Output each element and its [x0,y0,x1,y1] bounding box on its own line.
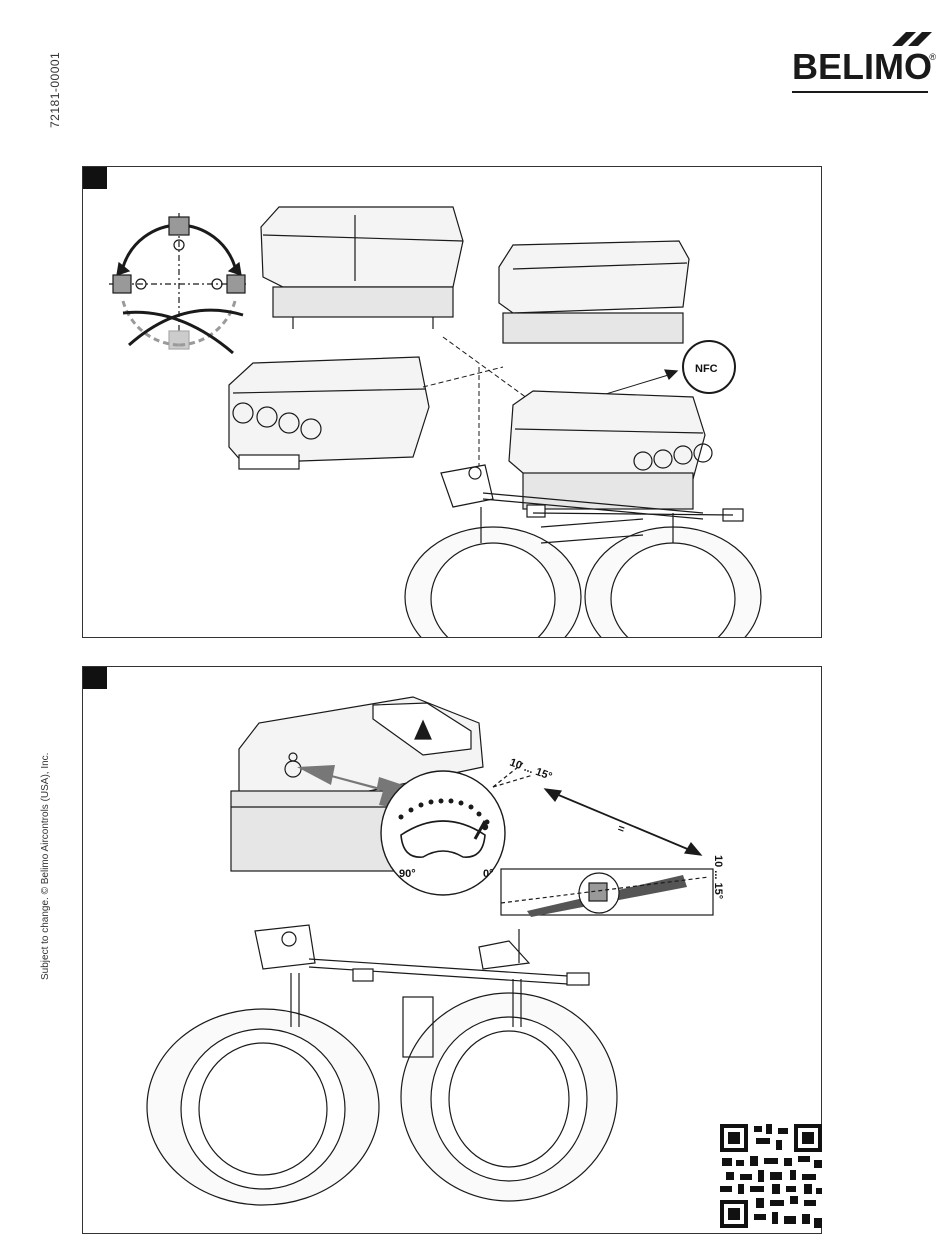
actuator-view-3 [229,357,429,469]
valve-linkage-step-2 [255,925,589,985]
angle-90-label: 90° [399,868,416,880]
qr-code-icon [720,1124,822,1228]
step-1-illustration: NFC [83,167,822,638]
step-1-panel: NFC [82,166,822,638]
disc-tolerance-view [501,869,713,917]
document-code: 72181-00001 [48,48,68,138]
registered-mark: ® [929,52,936,62]
butterfly-valves-step-2 [147,973,617,1205]
step-2-illustration: 90° 0° 10 ... 15° 10 ... 15° = [83,667,822,1234]
nfc-label: NFC [695,363,718,375]
step-2-panel: 90° 0° 10 ... 15° 10 ... 15° = [82,666,822,1234]
actuator-view-2 [499,241,689,343]
brand-underline [792,91,928,93]
actuator-view-1 [261,207,463,329]
tolerance-side-label: 10 ... 15° [712,855,724,899]
equal-sign: = [616,823,626,836]
brand-logo: BELIMO ® [788,30,938,96]
actuator-mounted [509,391,712,509]
legal-note: Subject to change. © Belimo Aircontrols … [40,980,60,1220]
document-code-text: 72181-00001 [48,52,62,128]
angle-0-label: 0° [483,868,494,880]
brand-wordmark: BELIMO [792,46,932,88]
legal-note-text: Subject to change. © Belimo Aircontrols … [40,753,51,980]
butterfly-valves [405,507,761,638]
tolerance-top-label: 10 ... 15° [508,757,554,783]
mounting-orientation-diagram [109,213,249,353]
